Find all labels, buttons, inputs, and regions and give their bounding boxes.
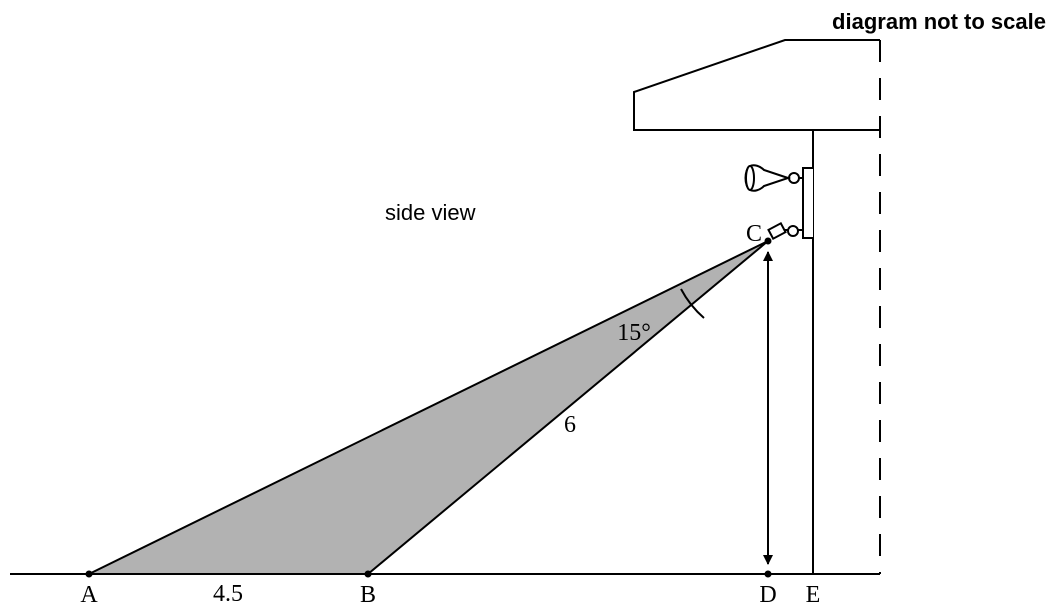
point-label-a: A <box>80 582 98 608</box>
lower-sensor-lamp-icon <box>767 221 803 241</box>
angle-label-c: 15° <box>617 320 651 346</box>
roof-overhang <box>633 39 880 131</box>
lamp-bracket <box>802 167 813 239</box>
point-d <box>764 570 772 578</box>
point-a <box>85 570 93 578</box>
upper-spotlight-icon <box>744 164 803 192</box>
scale-note: diagram not to scale <box>832 9 1046 34</box>
view-caption: side view <box>385 200 476 225</box>
point-label-d: D <box>759 582 776 608</box>
point-label-e: E <box>806 582 821 608</box>
point-label-b: B <box>360 582 376 608</box>
length-label-bc: 6 <box>564 412 576 438</box>
point-c <box>764 237 772 245</box>
length-label-ab: 4.5 <box>213 581 243 607</box>
angle-arc-at-c <box>680 288 705 319</box>
light-cone-region <box>88 240 769 575</box>
point-b <box>364 570 372 578</box>
point-label-c: C <box>746 221 762 247</box>
